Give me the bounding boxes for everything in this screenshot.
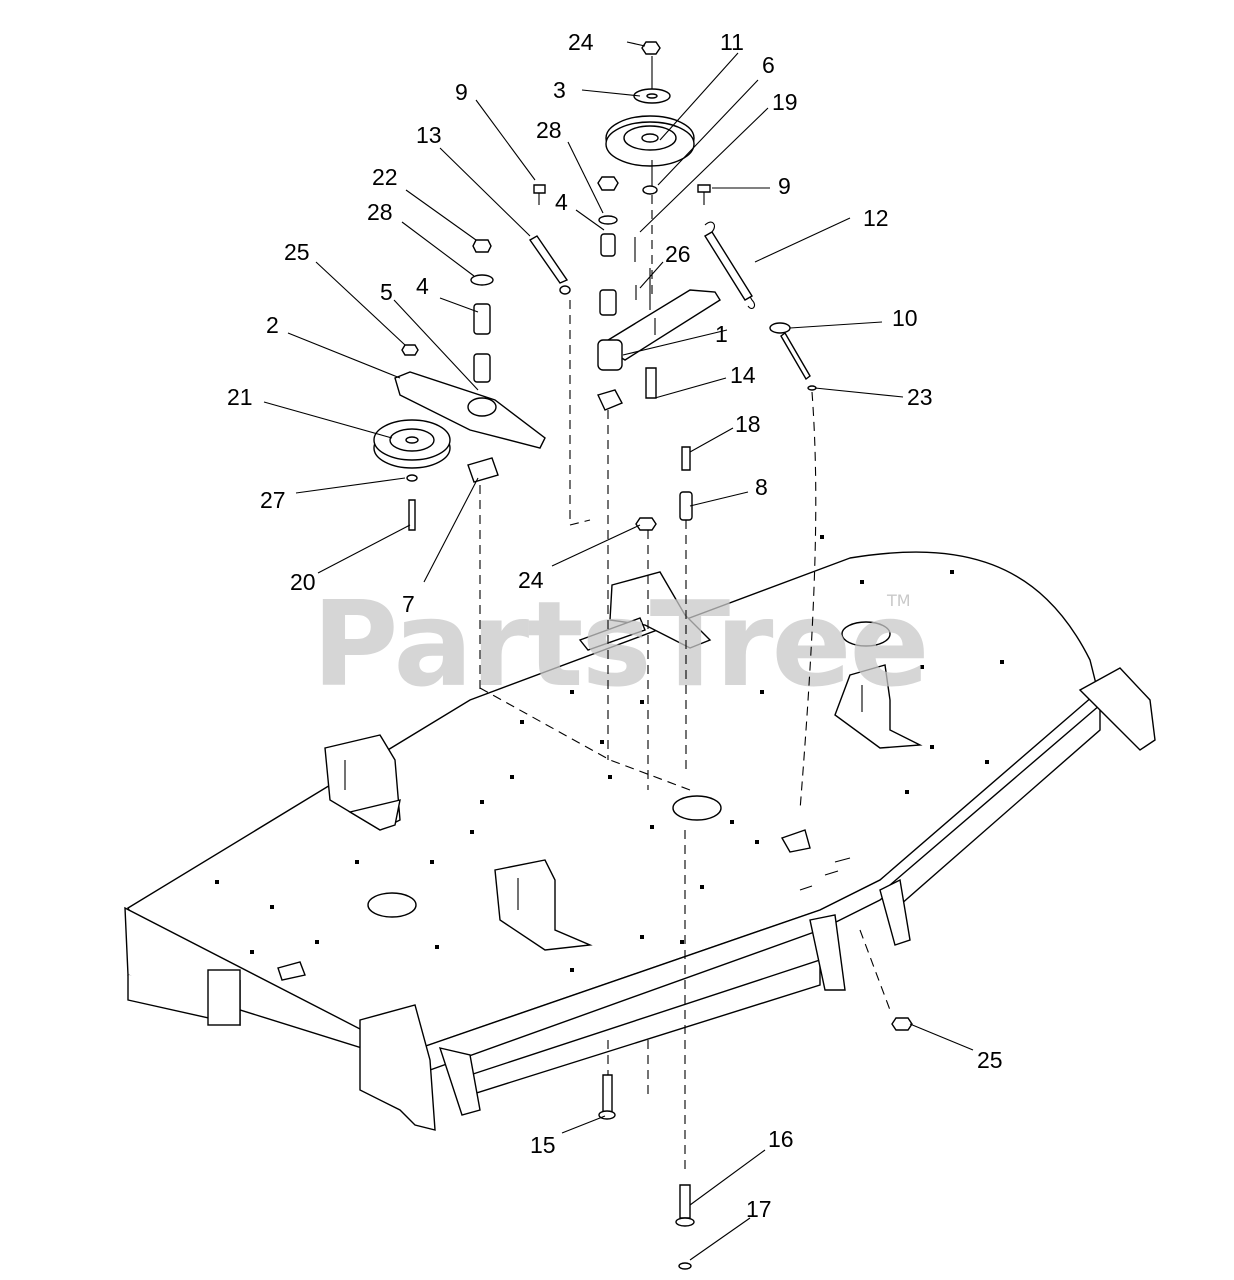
callout-9-left: 9 (455, 79, 468, 105)
bottom-hardware (598, 1017, 913, 1270)
callout-2: 2 (266, 312, 279, 338)
idler-arm-assembly-left (373, 184, 591, 690)
callout-28-center: 28 (536, 117, 562, 143)
leader-lines (263, 41, 974, 1261)
watermark: PartsTree TM (312, 575, 930, 713)
small-hardware-center (607, 410, 891, 1170)
callout-4-center: 4 (555, 189, 568, 215)
callout-21: 21 (227, 384, 253, 410)
callout-22: 22 (372, 164, 398, 190)
callout-16: 16 (768, 1126, 794, 1152)
callout-26: 26 (665, 241, 691, 267)
callout-28-left: 28 (367, 199, 393, 225)
idler-pulley-assembly (605, 41, 695, 300)
front-hitch-right (809, 667, 1156, 991)
callout-labels: 24 11 3 6 19 9 28 13 22 4 26 12 9 28 25 … (227, 29, 1003, 1222)
callout-25-right: 25 (977, 1047, 1003, 1073)
callout-18: 18 (735, 411, 761, 437)
callout-10: 10 (892, 305, 918, 331)
callout-24-bottom: 24 (518, 567, 544, 593)
watermark-brand: PartsTree (312, 575, 928, 713)
deck-bracket-center (494, 859, 593, 951)
watermark-trademark: TM (886, 591, 911, 610)
callout-14: 14 (730, 362, 756, 388)
callout-20: 20 (290, 569, 316, 595)
extension-spring-right (704, 221, 756, 309)
callout-5: 5 (380, 279, 393, 305)
deck-bracket-left (324, 734, 401, 831)
callout-13: 13 (416, 122, 442, 148)
callout-12: 12 (863, 205, 889, 231)
callout-9-right: 9 (778, 173, 791, 199)
front-hitch-left (359, 1004, 481, 1131)
callout-6: 6 (762, 52, 775, 78)
callout-27: 27 (260, 487, 286, 513)
callout-7: 7 (402, 591, 415, 617)
callout-25-left: 25 (284, 239, 310, 265)
callout-8: 8 (755, 474, 768, 500)
mower-deck (124, 535, 1156, 1131)
idler-arm-assembly-right (597, 176, 817, 811)
callout-11: 11 (720, 29, 744, 55)
deck-holes (215, 535, 1004, 972)
deck-bracket-right (834, 664, 923, 749)
callout-4-left: 4 (416, 273, 429, 299)
idler-pulley-left (373, 419, 451, 469)
callout-3: 3 (553, 77, 566, 103)
callout-1: 1 (715, 321, 728, 347)
callout-17: 17 (746, 1196, 772, 1222)
deck-bracket-rear (578, 571, 712, 651)
callout-19: 19 (772, 89, 798, 115)
callout-15: 15 (530, 1132, 556, 1158)
callout-24-top: 24 (568, 29, 594, 55)
callout-23: 23 (907, 384, 933, 410)
